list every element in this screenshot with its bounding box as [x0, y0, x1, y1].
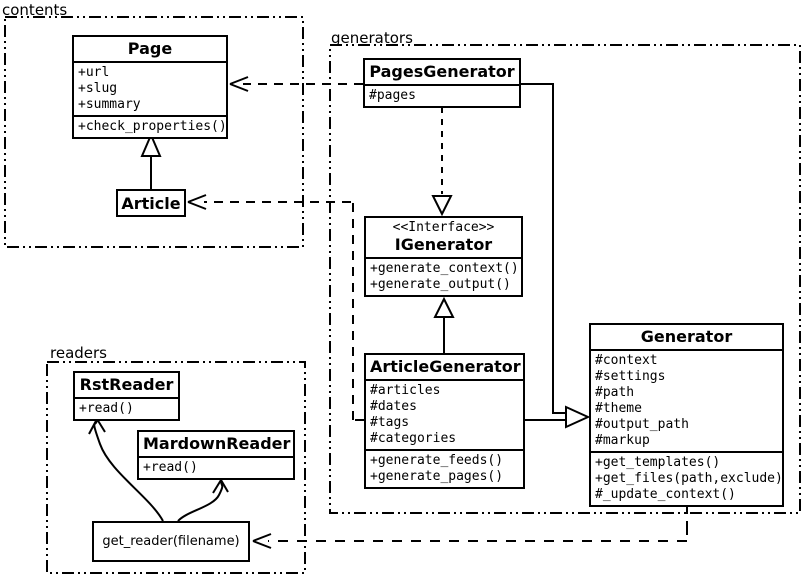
class-title: ArticleGenerator — [370, 357, 521, 376]
class-method: +read() — [79, 401, 134, 416]
function-get-reader: get_reader(filename) — [92, 521, 250, 562]
generalization-article-to-page — [140, 132, 162, 189]
generalization-generators-to-generator — [521, 83, 591, 429]
class-page: Page +url +slug +summary +check_properti… — [72, 35, 228, 139]
class-rstreader: RstReader +read() — [73, 371, 180, 421]
class-method: +get_templates() — [595, 455, 721, 470]
dependency-pagesgenerator-to-page — [229, 76, 363, 92]
class-attribute: #tags — [370, 415, 410, 430]
class-articlegenerator: ArticleGenerator #articles #dates #tags … — [364, 353, 525, 489]
class-attribute: #articles — [370, 383, 441, 398]
package-label-readers: readers — [50, 344, 107, 362]
class-attribute: #markup — [595, 433, 650, 448]
package-border-readers — [46, 361, 306, 574]
class-attribute: #dates — [370, 399, 417, 414]
realization-pagesgenerator-to-igenerator — [431, 107, 453, 217]
methods-compartment: +read() — [139, 456, 293, 478]
class-title: MardownReader — [143, 434, 291, 453]
package-label-generators: generators — [331, 29, 413, 47]
class-attribute: #settings — [595, 369, 666, 384]
class-attribute: #context — [595, 353, 658, 368]
class-title: IGenerator — [394, 235, 493, 254]
class-markdownreader: MardownReader +read() — [137, 430, 295, 480]
package-border-generators — [329, 44, 801, 514]
class-method: +generate_feeds() — [370, 453, 504, 468]
class-method: +generate_pages() — [370, 469, 504, 484]
class-method: #_update_context() — [595, 487, 736, 502]
class-title: RstReader — [79, 375, 174, 394]
methods-compartment: +get_templates() +get_files(path,exclude… — [591, 451, 783, 505]
class-attribute: #pages — [369, 88, 416, 103]
generalization-articlegenerator-to-igenerator — [433, 296, 455, 353]
attributes-compartment: #articles #dates #tags #categories — [366, 379, 523, 449]
class-article: Article — [116, 189, 186, 217]
class-title: PagesGenerator — [369, 62, 515, 81]
class-igenerator: <<Interface>> IGenerator +generate_conte… — [364, 216, 523, 297]
class-attribute: #path — [595, 385, 635, 400]
class-title: Page — [127, 39, 173, 58]
package-label-contents: contents — [2, 1, 68, 19]
class-attribute: #theme — [595, 401, 642, 416]
class-attribute: #output_path — [595, 417, 689, 432]
function-label: get_reader(filename) — [102, 534, 240, 549]
package-border-contents — [4, 16, 304, 248]
class-method: +get_files(path,exclude) — [595, 471, 783, 486]
class-method: +generate_context() — [370, 261, 519, 276]
class-title: Article — [121, 193, 181, 213]
class-title: Generator — [640, 327, 733, 346]
class-attribute: #categories — [370, 431, 457, 446]
arrow-getreader-to-rstreader — [88, 418, 164, 522]
class-attribute: +url — [78, 65, 110, 80]
class-method: +check_properties() — [78, 119, 227, 134]
arrow-getreader-to-markdownreader — [177, 479, 229, 522]
attributes-compartment: #context #settings #path #theme #output_… — [591, 349, 782, 451]
dependency-generator-to-getreader — [252, 500, 688, 549]
class-method: +generate_output() — [370, 277, 511, 292]
methods-compartment: +check_properties() — [74, 115, 227, 137]
dependency-articlegenerator-to-article — [187, 194, 364, 421]
class-method: +read() — [143, 460, 198, 475]
class-pagesgenerator: PagesGenerator #pages — [363, 58, 521, 108]
attributes-compartment: +url +slug +summary — [74, 61, 226, 115]
methods-compartment: +read() — [75, 397, 178, 419]
methods-compartment: +generate_feeds() +generate_pages() — [366, 449, 523, 487]
class-attribute: +summary — [78, 97, 141, 112]
class-stereotype: <<Interface>> — [392, 220, 495, 235]
methods-compartment: +generate_context() +generate_output() — [366, 257, 521, 295]
class-generator: Generator #context #settings #path #them… — [589, 323, 784, 507]
class-attribute: +slug — [78, 81, 118, 96]
attributes-compartment: #pages — [365, 84, 519, 106]
